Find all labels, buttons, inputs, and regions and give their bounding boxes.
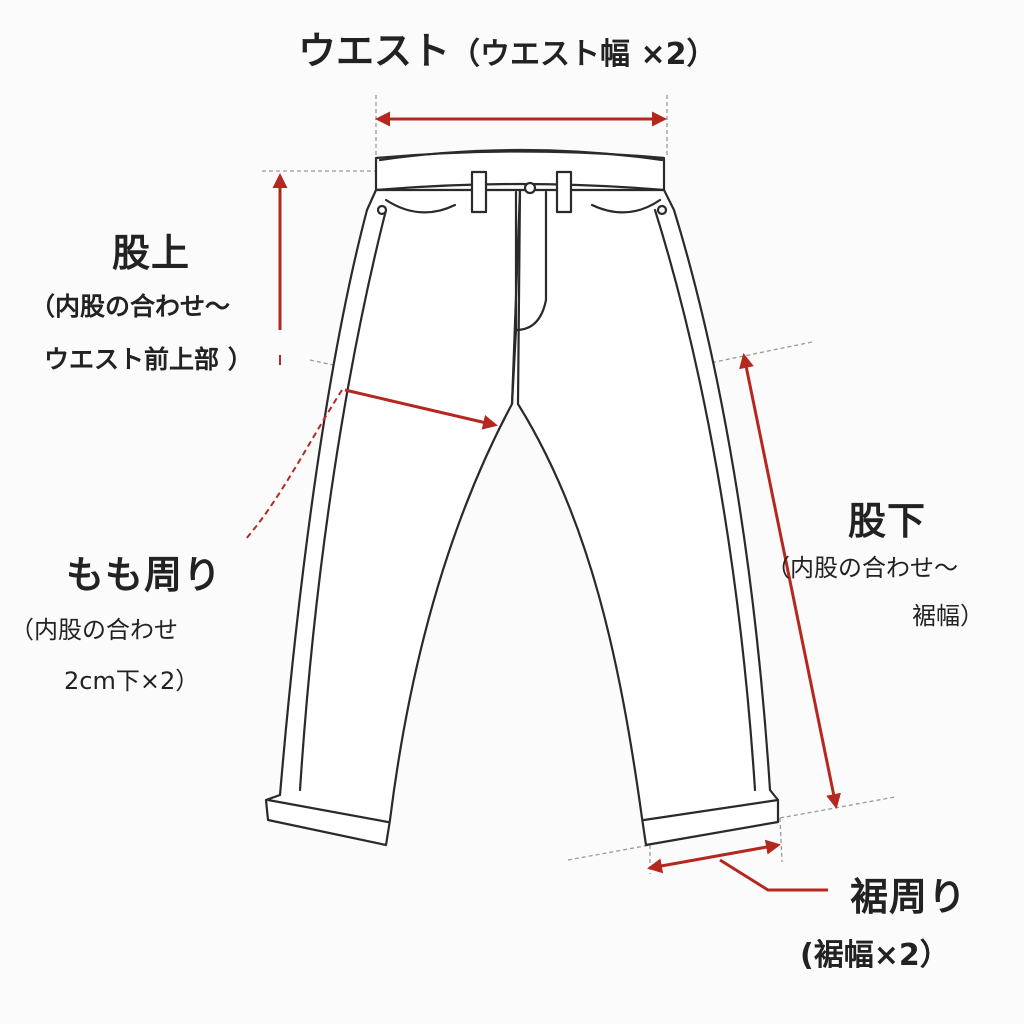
right-pocket	[590, 198, 662, 214]
left-leg	[264, 188, 522, 847]
thigh-note-line1: （内股の合わせ	[10, 616, 178, 644]
waist-label: ウエスト（ウエスト幅 ×2）	[298, 20, 716, 75]
rise-note-line1: （内股の合わせ〜	[30, 292, 231, 321]
belt-loop-center-right	[555, 170, 573, 214]
left-cuff-line	[266, 798, 390, 824]
inseam-arrow	[739, 353, 841, 809]
measurement-arrows	[244, 111, 841, 892]
right-rivet	[656, 204, 668, 216]
waistband-top-rim	[378, 148, 664, 162]
thigh-arrow	[344, 388, 498, 430]
thigh-leader-dashed	[244, 389, 343, 541]
left-side-seam	[298, 208, 388, 792]
inseam-title: 股下	[848, 499, 927, 543]
waist-note: （ウエスト幅 ×2）	[450, 37, 717, 72]
hem-leader	[719, 858, 828, 892]
hem-arrow	[647, 839, 781, 874]
thigh-note-line2: 2cm下×2）	[64, 667, 200, 695]
hem-guide-right-vertical	[779, 817, 783, 863]
waistband	[374, 150, 666, 192]
hem-note: (裾幅×2）	[800, 938, 950, 973]
hem-guide-bottom	[567, 844, 651, 861]
pants-illustration	[264, 148, 780, 847]
hem-title: 裾周り	[850, 875, 968, 919]
left-pocket	[384, 198, 457, 214]
right-leg	[516, 188, 780, 847]
belt-loop-center-left	[470, 170, 488, 214]
left-rivet	[376, 204, 388, 216]
hem-guide-top	[779, 796, 896, 819]
center-seam	[510, 328, 518, 406]
rise-title: 股上	[112, 231, 191, 275]
waist-button	[523, 181, 537, 195]
waist-title: ウエスト	[298, 29, 451, 73]
inseam-note-line2: 裾幅）	[912, 602, 984, 630]
inseam-note-line1: （内股の合わせ〜	[766, 554, 958, 582]
rise-note-line2: ウエスト前上部 ）	[44, 345, 253, 374]
thigh-title: もも周り	[66, 553, 223, 597]
